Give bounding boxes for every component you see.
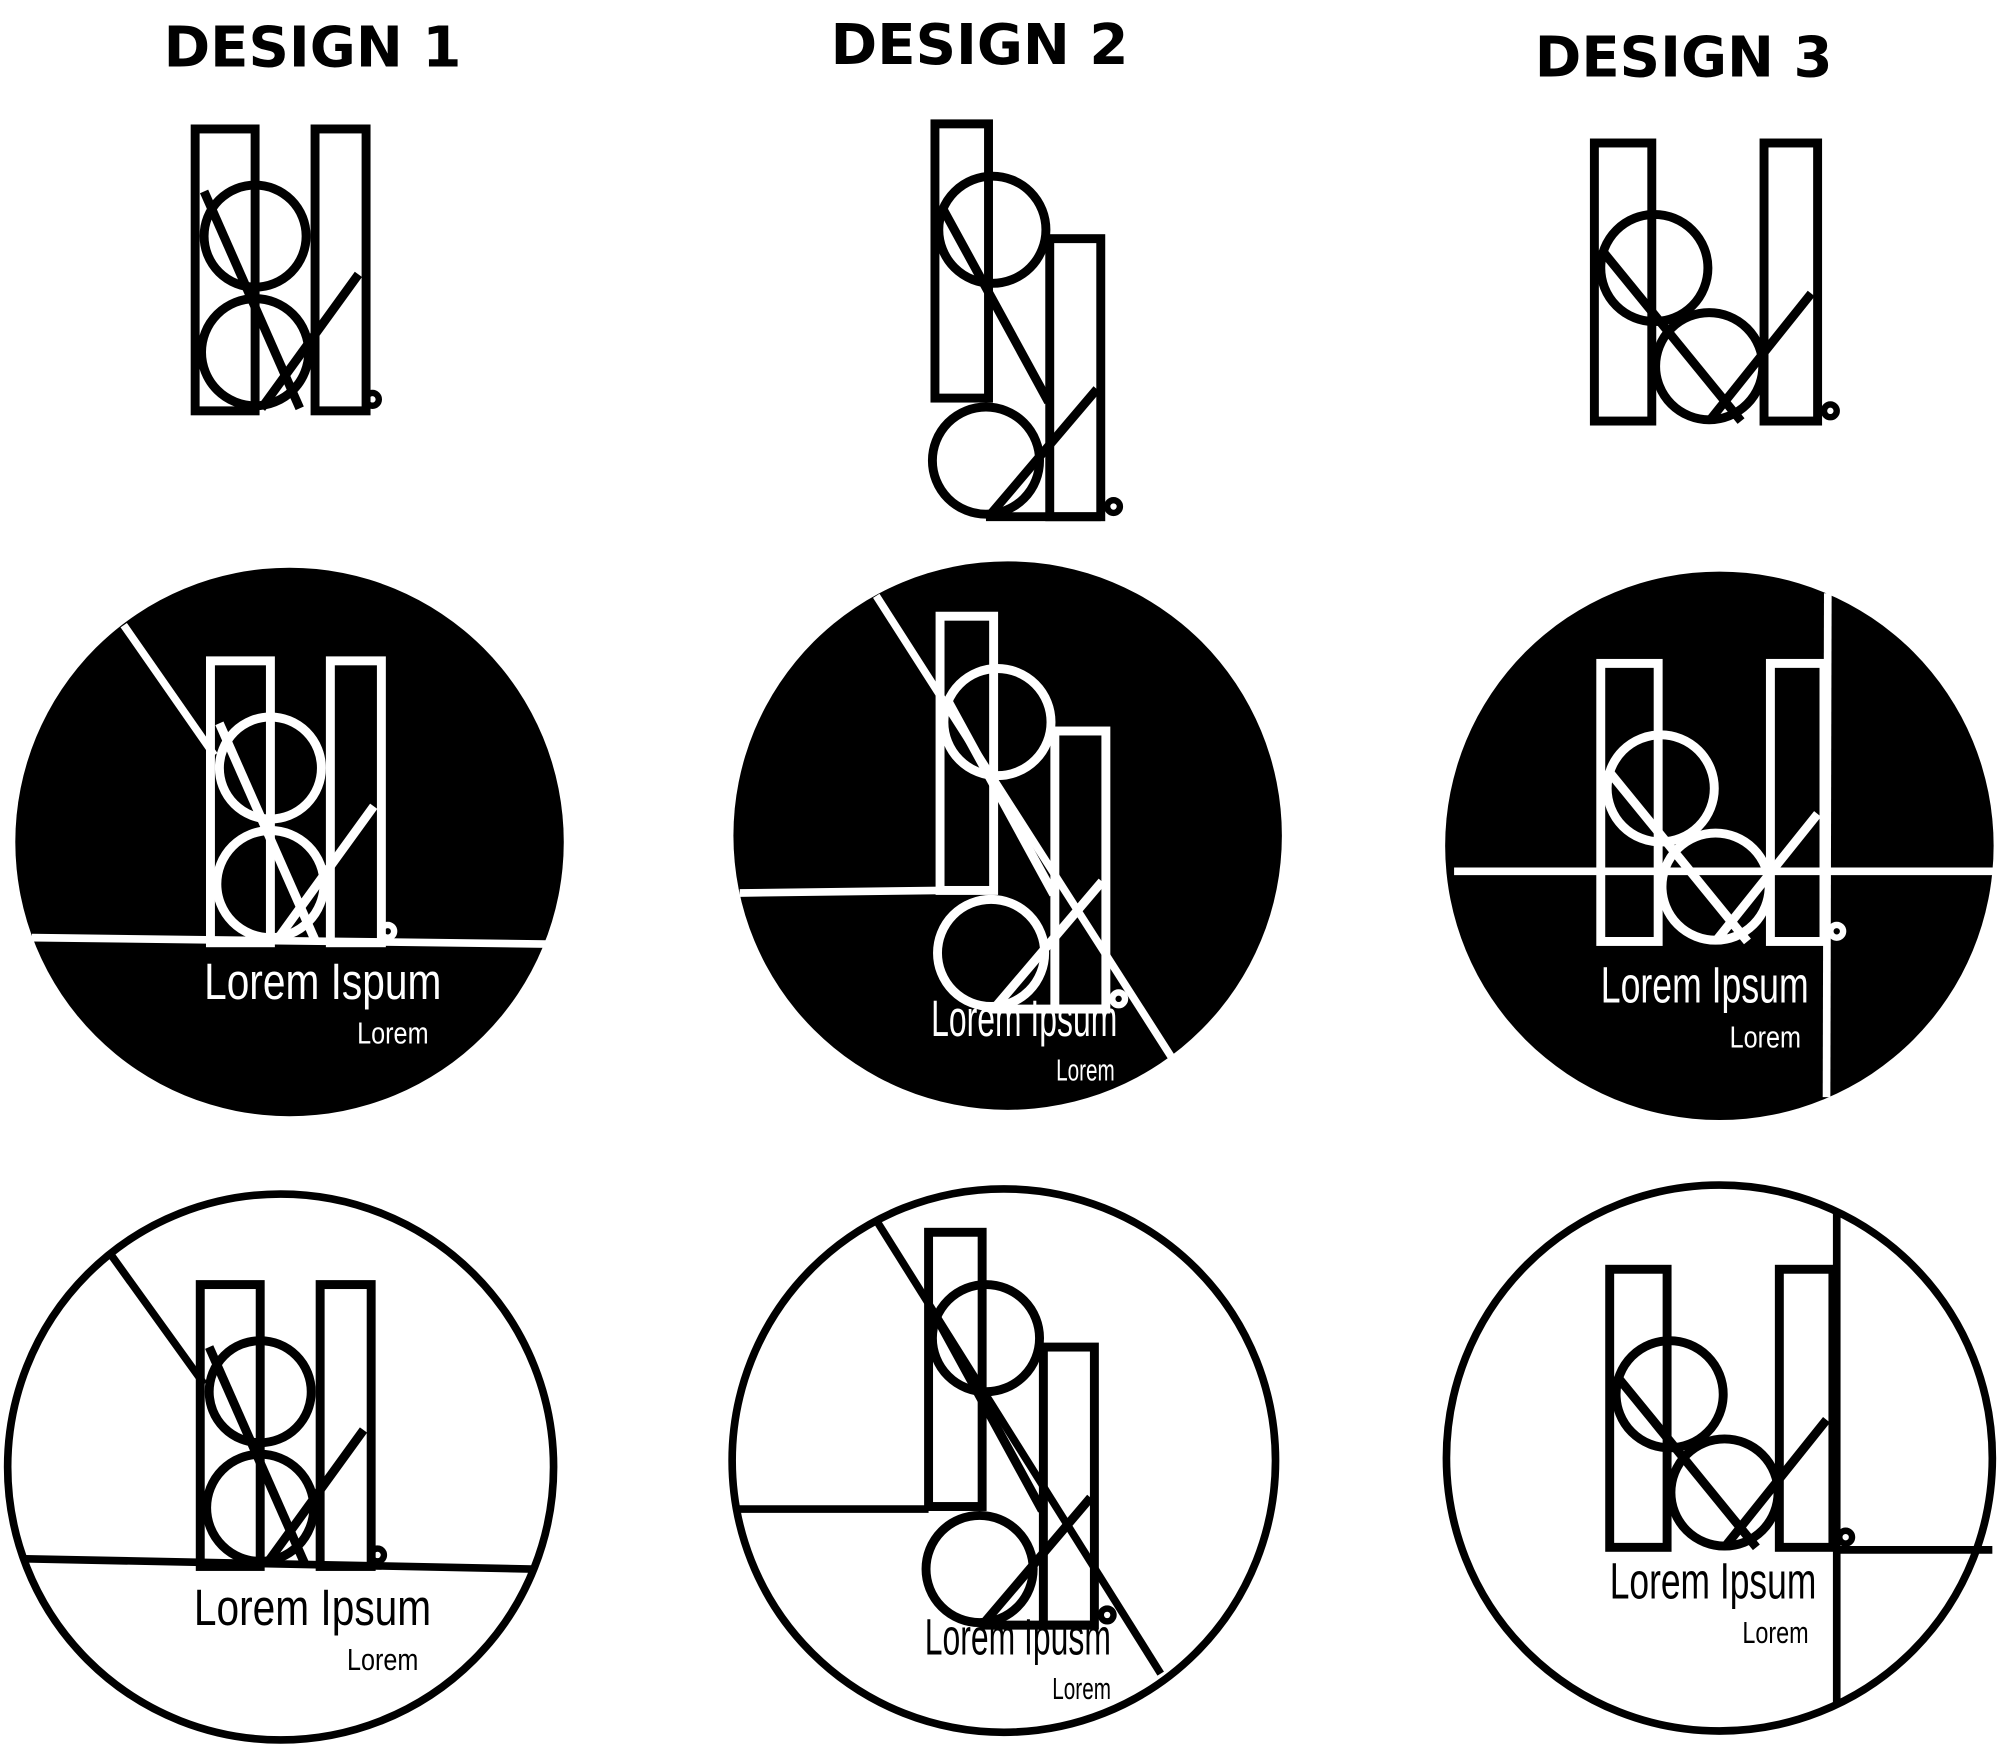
- badge-subtitle: Lorem: [1730, 1020, 1801, 1054]
- design-3-white-badge: Lorem Ipsum Lorem: [1442, 1181, 1997, 1735]
- badge-subtitle: Lorem: [1052, 1672, 1111, 1706]
- badge-title: Lorem Ipsum: [931, 990, 1117, 1047]
- badge-title: Lorem Ispum: [204, 953, 441, 1010]
- design-3-logo-mark: [1594, 143, 1836, 421]
- badge-subtitle: Lorem: [347, 1643, 418, 1677]
- design-3-heading: DESIGN 3: [1535, 26, 1833, 91]
- design-1-white-badge: Lorem Ipsum Lorem: [3, 1190, 558, 1744]
- badge-title: Lorem Ipsum: [1601, 957, 1809, 1014]
- design-1-heading: DESIGN 1: [164, 15, 462, 80]
- design-3-black-badge: Lorem Ipsum Lorem: [1445, 571, 1994, 1121]
- badge-subtitle: Lorem: [357, 1017, 428, 1051]
- design-2-white-badge: Lorem Ipusm Lorem: [728, 1185, 1280, 1737]
- badge-subtitle: Lorem: [1742, 1616, 1808, 1650]
- badge-title: Lorem Ipsum: [194, 1579, 431, 1636]
- badge-subtitle: Lorem: [1056, 1053, 1115, 1087]
- design-1-black-badge: Lorem Ispum Lorem: [15, 567, 564, 1117]
- design-2-black-badge: Lorem Ipsum Lorem: [733, 561, 1282, 1110]
- badge-title: Lorem Ipusm: [925, 1608, 1111, 1665]
- badge-title: Lorem Ipsum: [1610, 1552, 1817, 1609]
- design-2-heading: DESIGN 2: [831, 13, 1129, 78]
- design-1-logo-mark: [195, 129, 379, 411]
- design-2-logo-mark: [932, 124, 1120, 517]
